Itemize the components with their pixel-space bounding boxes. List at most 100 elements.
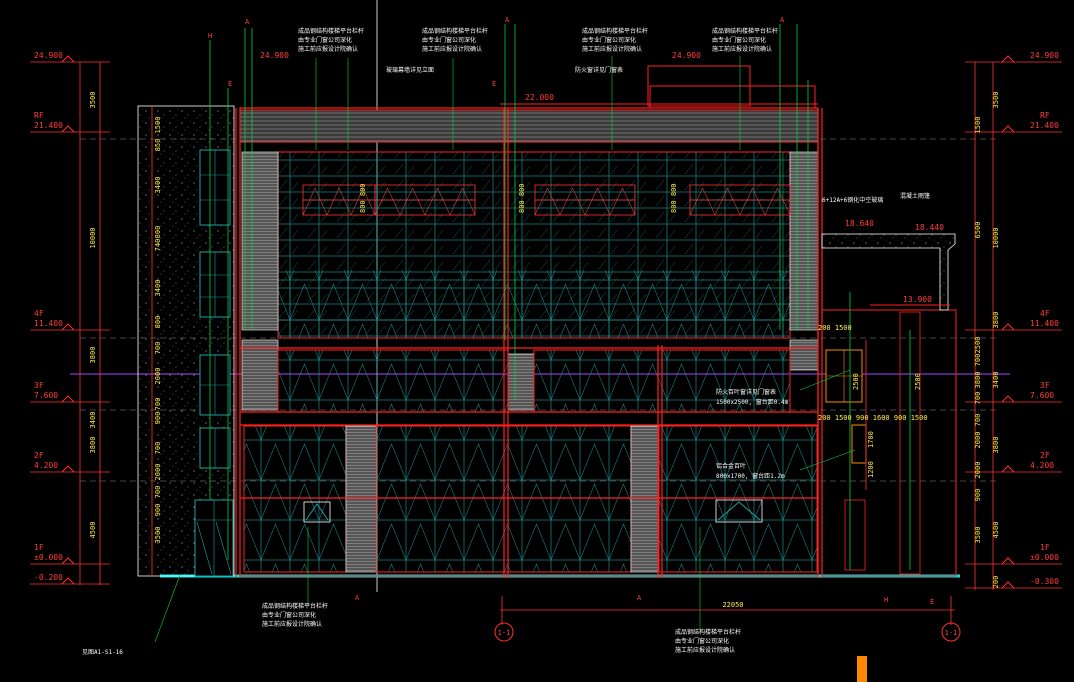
vent-triangle — [764, 187, 791, 216]
axis-tag: A — [505, 16, 510, 24]
level-value-right: ±0.000 — [1030, 553, 1059, 562]
dimension-left-inner: 700 — [154, 486, 162, 499]
level-label-right: 3F — [1040, 381, 1050, 390]
dimension-left-outer: 10000 — [89, 227, 97, 248]
annotation-note: 800x1700, 窗台距1.2m — [716, 472, 785, 480]
axis-tag: H — [884, 596, 888, 604]
axis-tag: E — [228, 80, 232, 88]
annotation-note: 由专业门窗公司深化 — [262, 611, 316, 619]
axis-tag: A — [637, 594, 642, 602]
level-label-right: RF — [1040, 111, 1050, 120]
opening-dimension: 800 800 — [359, 183, 367, 213]
annotation-note: 施工前应报设计院确认 — [582, 45, 642, 53]
annotation-note: 玻璃幕墙详见立面 — [386, 66, 434, 74]
vent-triangle — [534, 187, 561, 216]
dimension-right-inner: 6500 — [974, 222, 982, 239]
dimension-left-inner: 700 — [154, 442, 162, 455]
canopy-level: 18.640 — [845, 219, 874, 228]
axis-tag: A — [355, 594, 360, 602]
dimension-right-inner: 1500 — [974, 117, 982, 134]
level-marker-icon — [61, 465, 75, 473]
level-value-left: ±0.000 — [34, 553, 63, 562]
dimension-right-inner: 2000 — [974, 462, 982, 479]
annotation-note: 施工前应报设计院确认 — [712, 45, 772, 53]
annotation-note: 成品钢结构楼梯平台栏杆 — [582, 27, 648, 35]
level-value-right: 11.400 — [1030, 319, 1059, 328]
dimension-left-inner: 900 — [154, 504, 162, 517]
dimension-left-outer: 4500 — [89, 522, 97, 539]
level-marker-icon — [1001, 125, 1015, 133]
level-marker-icon — [61, 395, 75, 403]
vent-triangle — [584, 187, 611, 216]
roof-level: 24.900 — [672, 51, 701, 60]
level-marker-icon — [61, 125, 75, 133]
axis-tag: E — [930, 598, 934, 606]
dimension-right-outer: 200 — [992, 576, 1000, 589]
dimension-right-outer: 3800 — [992, 437, 1000, 454]
level-value-right: 7.600 — [1030, 391, 1054, 400]
level-label-left: 1F — [34, 543, 44, 552]
level-marker-icon — [61, 323, 75, 331]
level-value-left: 24.900 — [34, 51, 63, 60]
level-label-right: 1F — [1040, 543, 1050, 552]
annotation-note: 混凝土雨篷 — [900, 192, 930, 200]
dimension-right-inner: 3800 — [974, 372, 982, 389]
level-marker-icon — [61, 55, 75, 63]
level-label-right: 4F — [1040, 309, 1050, 318]
annotation-note: 成品钢结构楼梯平台栏杆 — [298, 27, 364, 35]
annotation-note: 由专业门窗公司深化 — [582, 36, 636, 44]
annotation-note: 由专业门窗公司深化 — [675, 637, 729, 645]
dimension-right-inner: 700 — [974, 414, 982, 427]
vent-triangle — [302, 187, 328, 216]
dimension-left-outer: 3800 — [89, 437, 97, 454]
vent-triangle — [326, 187, 352, 216]
dimension-left-inner: 2000 — [154, 368, 162, 385]
right-wing-dimension: 2500 — [852, 373, 860, 390]
dimension-right-outer: 4500 — [992, 522, 1000, 539]
roof-level: 24.900 — [260, 51, 289, 60]
annotation-note: 铝合金百叶 — [716, 462, 746, 470]
vent-triangle — [424, 187, 451, 216]
level-value-left: 21.400 — [34, 121, 63, 130]
level-marker-icon — [61, 577, 75, 585]
level-marker-icon — [1001, 465, 1015, 473]
dimension-right-outer: 3400 — [992, 372, 1000, 389]
annotation-note: 1500x2500, 窗台距0.4m — [716, 398, 789, 406]
right-wing-dimension: 1700 — [867, 431, 875, 448]
dimension-left-inner: 700 — [154, 398, 162, 411]
annotation-note: 防火百叶窗详见门窗表 — [716, 388, 776, 396]
dimension-left-inner: 740 — [154, 239, 162, 252]
dimension-left-inner: 800 — [154, 226, 162, 239]
level-value-right: 21.400 — [1030, 121, 1059, 130]
axis-bubble-label: 1-1 — [945, 629, 958, 637]
opening-dimension: 800 800 — [518, 183, 526, 213]
right-wing-dimension: 200 1500 — [818, 324, 852, 332]
level-label-right: 2F — [1040, 451, 1050, 460]
dimension-left-inner: 850 — [154, 139, 162, 152]
vent-triangle — [374, 187, 401, 216]
axis-bubble-label: 1-1 — [498, 629, 511, 637]
dimension-right-inner: 700 — [974, 354, 982, 367]
dimension-left-outer: 3400 — [89, 412, 97, 429]
dimension-left-inner: 700 — [154, 342, 162, 355]
dimension-left-inner: 900 — [154, 412, 162, 425]
dimension-right-outer: 3500 — [992, 92, 1000, 109]
dimension-left-inner: 2000 — [154, 464, 162, 481]
axis-tag: A — [245, 18, 250, 26]
dimension-left-inner: 800 — [154, 316, 162, 329]
dimension-left-inner: 3400 — [154, 177, 162, 194]
dimension-left-outer: 3800 — [89, 347, 97, 364]
dimension-left-inner: 3400 — [154, 280, 162, 297]
annotation-note: 施工前应报设计院确认 — [262, 620, 322, 628]
vent-triangle — [399, 187, 426, 216]
dimension-right-inner: 3500 — [974, 527, 982, 544]
level-value-left: 4.200 — [34, 461, 58, 470]
level-marker-icon — [1001, 395, 1015, 403]
level-label-left: 4F — [34, 309, 44, 318]
axis-tag: E — [492, 80, 496, 88]
level-label-left: 2F — [34, 451, 44, 460]
right-wing-dimension: 2500 — [914, 373, 922, 390]
right-wing-dimension: 1200 — [867, 461, 875, 478]
vent-triangle — [350, 187, 376, 216]
